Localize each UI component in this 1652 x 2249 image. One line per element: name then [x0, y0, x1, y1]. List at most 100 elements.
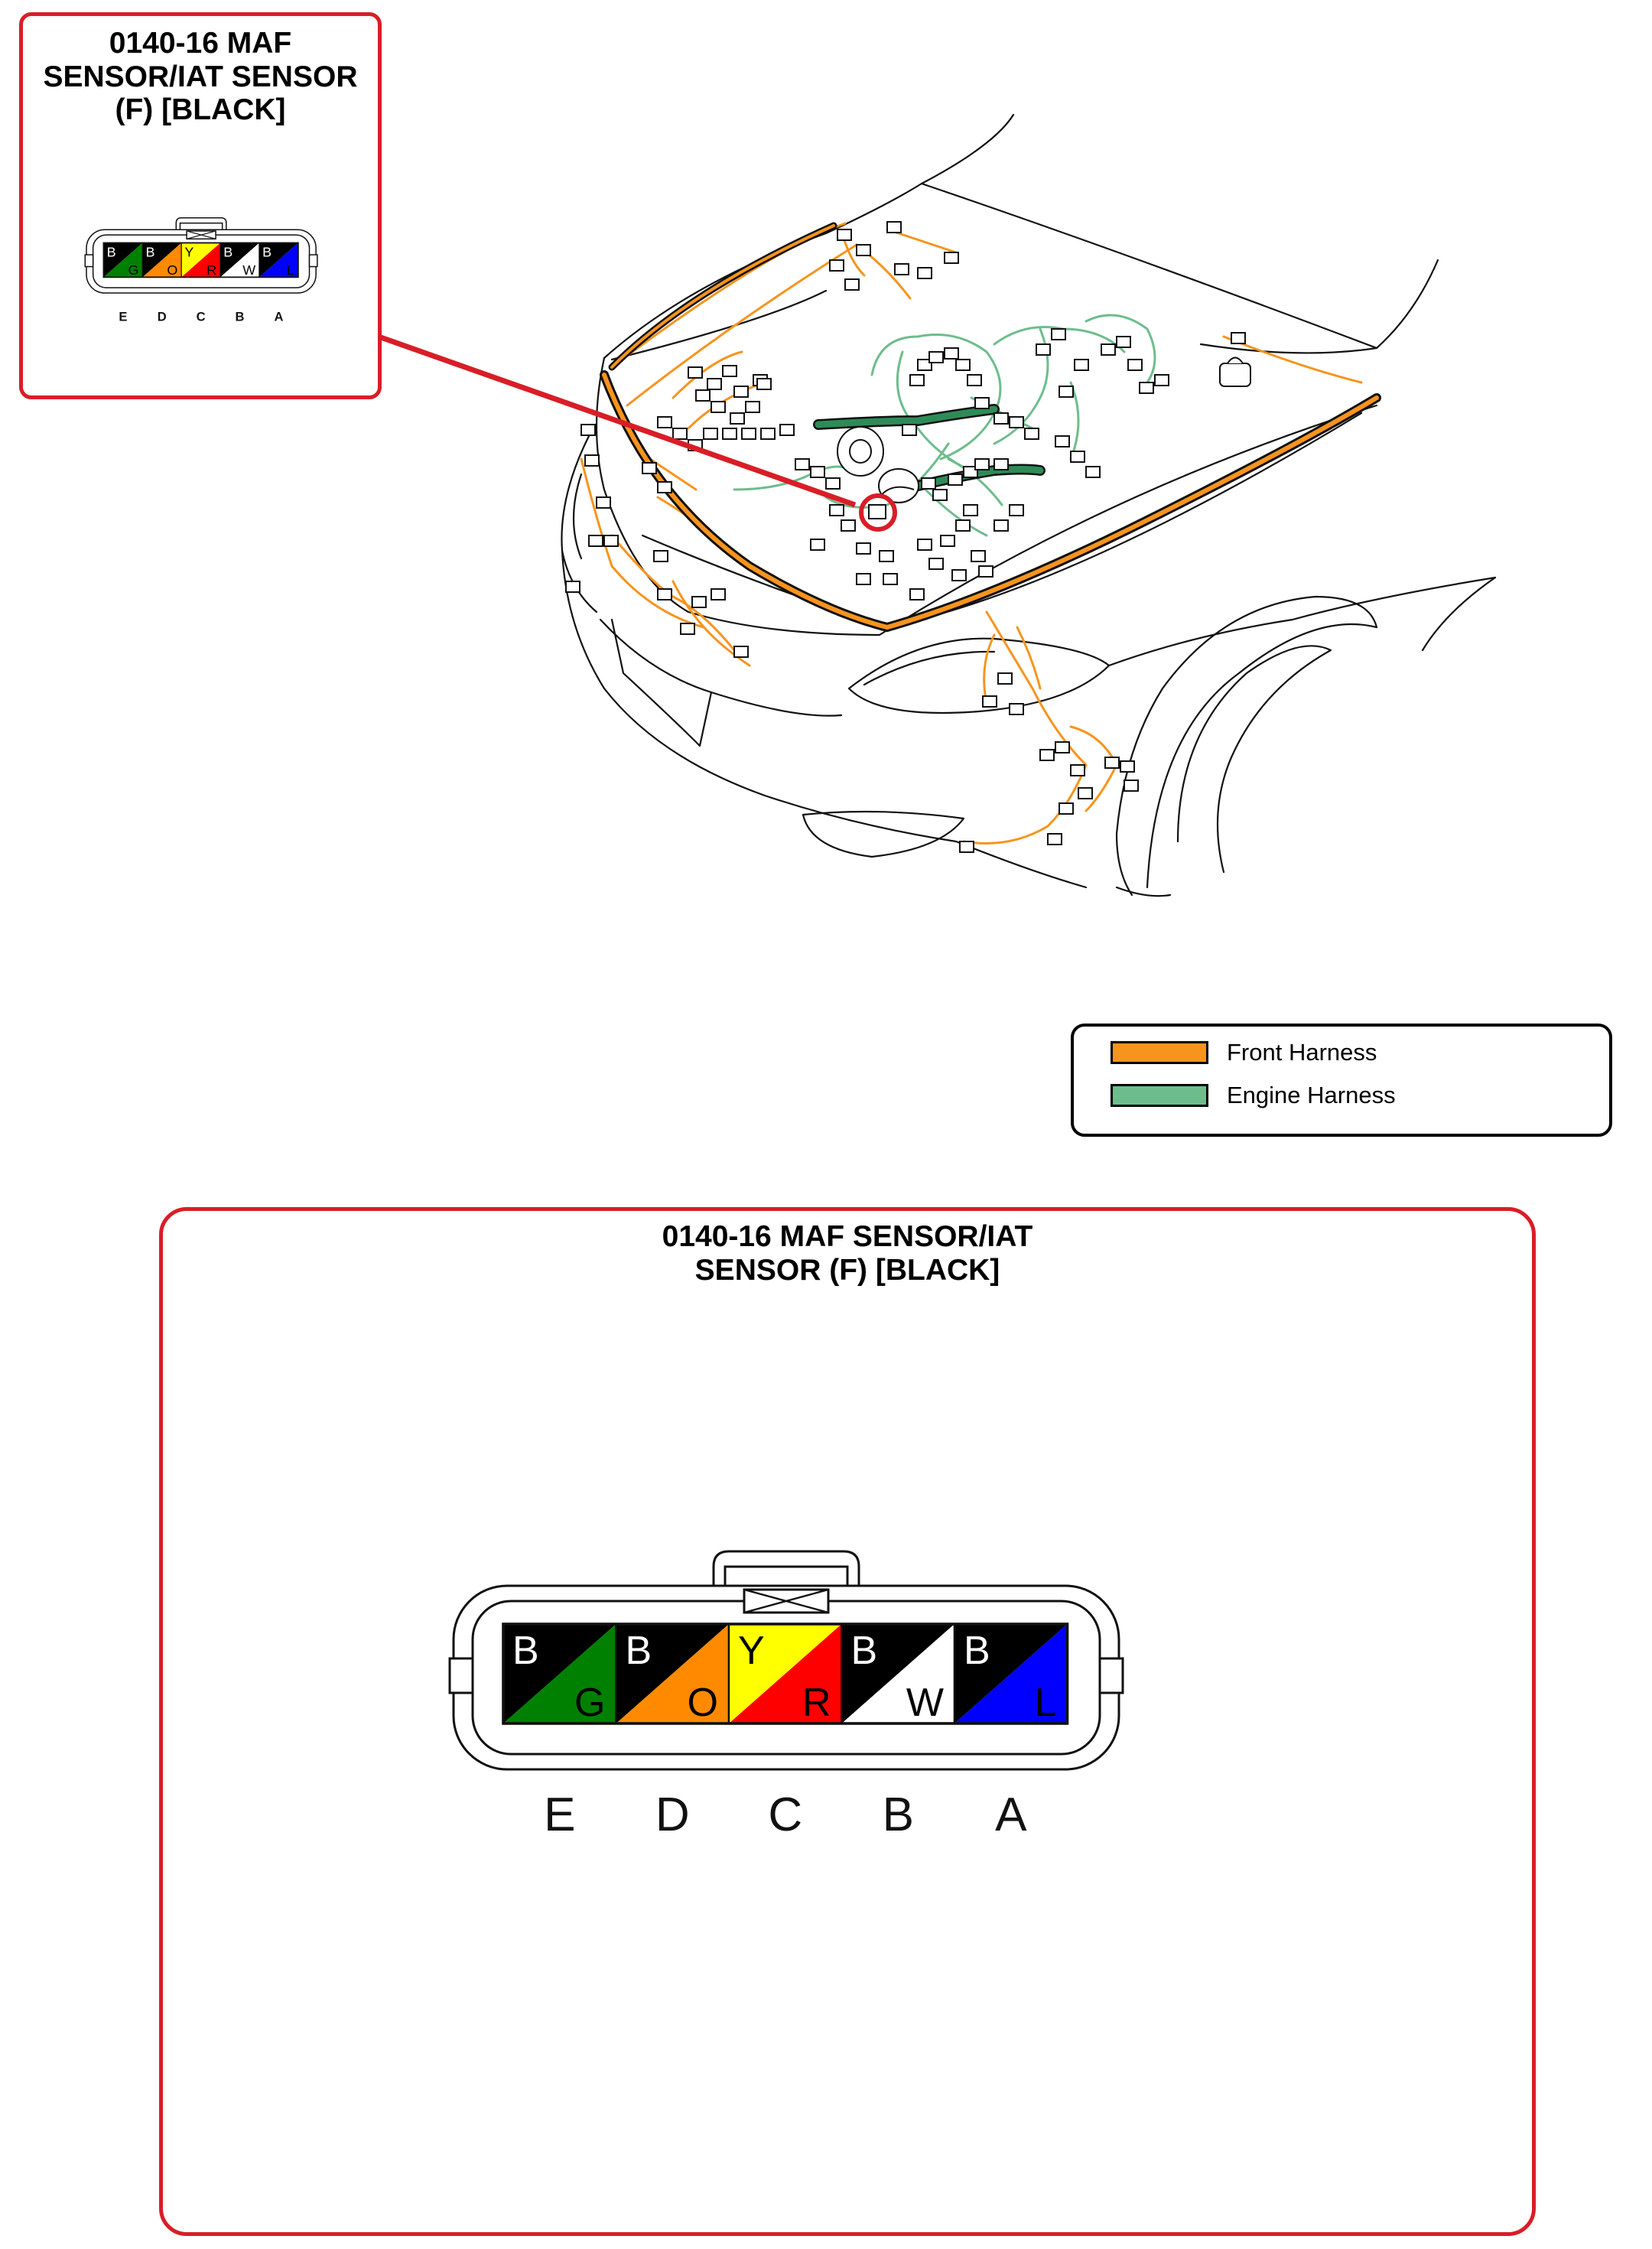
- car-body-outline: [561, 113, 1497, 897]
- pin-e-bottom-color: [503, 1624, 616, 1723]
- pin-d-bottom-color: [142, 242, 182, 278]
- pin-e-top-label: B: [107, 244, 116, 259]
- harness-connector-block: [997, 672, 1013, 685]
- pin-a-bottom-color: [954, 1624, 1068, 1723]
- harness-connector-block: [672, 428, 688, 440]
- harness-connector-block: [940, 535, 955, 547]
- pin-d-top-label: B: [145, 244, 154, 259]
- harness-connector-block: [837, 229, 852, 241]
- harness-connector-block: [1127, 359, 1143, 371]
- harness-connector-block: [657, 481, 672, 493]
- harness-connector-block: [971, 550, 986, 562]
- harness-connector-block: [810, 466, 825, 478]
- pin-a-position-label: A: [274, 309, 283, 324]
- pin-cavity-e: BG: [502, 1622, 617, 1725]
- pin-a-bottom-color: [259, 242, 298, 278]
- pin-a-top-label: B: [262, 244, 272, 259]
- pin-a-position-label: A: [995, 1788, 1027, 1841]
- harness-connector-block: [841, 519, 856, 532]
- harness-connector-block: [993, 519, 1009, 532]
- side-tab-left: [84, 254, 94, 268]
- harness-connector-block: [928, 351, 944, 363]
- pin-b-bottom-label: W: [906, 1681, 944, 1725]
- key-tab-cross: [186, 230, 216, 239]
- front-harness-routing: [580, 222, 1363, 845]
- pin-e-top-color: [103, 242, 143, 278]
- pin-cavity-b: BW: [841, 1622, 956, 1725]
- pin-b-position-label: B: [236, 309, 245, 324]
- pin-cavity-a: BL: [953, 1622, 1068, 1725]
- pin-b-bottom-color: [841, 1624, 954, 1723]
- harness-connector-block: [856, 573, 871, 585]
- pin-c-position-label: C: [768, 1788, 802, 1841]
- detail-title-line-2: SENSOR (F) [BLACK]: [694, 1253, 1000, 1287]
- pin-a-bottom-label: L: [287, 262, 294, 278]
- harness-connector-block: [917, 359, 932, 371]
- pin-c-bottom-color: [181, 242, 221, 278]
- harness-connector-block: [733, 386, 749, 398]
- harness-connector-block: [883, 573, 898, 585]
- pin-d-top-label: B: [626, 1629, 652, 1673]
- latch-inner: [179, 222, 223, 230]
- harness-connector-block: [745, 401, 760, 413]
- harness-connector-block: [657, 588, 672, 600]
- harness-connector-block: [978, 565, 993, 578]
- pin-b-top-label: B: [851, 1629, 878, 1673]
- pin-cavity-c: YR: [180, 242, 221, 278]
- pin-cavity-b: BW: [220, 242, 260, 278]
- pin-d-position-label: D: [158, 309, 167, 324]
- harness-connector-block: [921, 477, 936, 490]
- harness-connector-block: [829, 504, 844, 516]
- pin-c-bottom-label: R: [802, 1681, 831, 1725]
- harness-connector-block: [730, 412, 745, 425]
- pin-e-position-label: E: [119, 309, 127, 324]
- harness-connector-block: [829, 259, 844, 272]
- side-tab-left: [448, 1657, 474, 1694]
- intake-components: [837, 356, 1251, 503]
- pin-cavity-c: YR: [727, 1622, 843, 1725]
- pin-e-bottom-label: G: [128, 262, 139, 278]
- harness-connector-block: [760, 428, 776, 440]
- harness-connector-block: [902, 424, 917, 436]
- harness-connector-block: [1070, 451, 1085, 463]
- harness-connector-block: [909, 374, 925, 386]
- harness-connector-block: [1154, 374, 1169, 386]
- legend-item-engine-harness: Engine Harness: [1111, 1080, 1396, 1111]
- harness-connector-block: [948, 474, 963, 486]
- pin-e-top-label: B: [512, 1629, 539, 1673]
- harness-connector-block: [688, 366, 703, 379]
- harness-connector-block: [779, 424, 795, 436]
- harness-connector-block: [1039, 749, 1055, 761]
- harness-connector-block: [944, 347, 959, 360]
- harness-connector-block: [711, 588, 726, 600]
- harness-connector-block: [982, 695, 997, 708]
- harness-connector-block: [894, 263, 909, 275]
- harness-connector-block: [603, 535, 619, 547]
- harness-connector-block: [741, 428, 756, 440]
- harness-connector-block: [722, 428, 737, 440]
- harness-connector-block: [959, 841, 974, 853]
- harness-connector-block: [928, 558, 944, 570]
- harness-connector-block: [584, 454, 600, 467]
- pin-a-bottom-label: L: [1035, 1681, 1057, 1725]
- harness-connector-block: [1055, 741, 1070, 753]
- harness-connector-block: [993, 412, 1009, 425]
- pin-d-bottom-label: O: [167, 262, 177, 278]
- pin-b-top-label: B: [223, 244, 233, 259]
- harness-connector-block: [680, 623, 695, 635]
- harness-connector-block: [1078, 787, 1093, 799]
- pin-c-top-label: Y: [184, 244, 193, 259]
- detail-title-line-1: 0140-16 MAF SENSOR/IAT: [662, 1220, 1033, 1253]
- harness-connector-block: [955, 519, 971, 532]
- harness-connector-block: [1059, 802, 1074, 815]
- harness-connector-block: [795, 458, 810, 470]
- harness-connector-block: [844, 278, 860, 291]
- harness-connector-block: [703, 428, 718, 440]
- harness-connector-block: [963, 504, 978, 516]
- inset-title-line-3: (F) [BLACK]: [115, 93, 286, 127]
- harness-connector-block: [1009, 504, 1024, 516]
- harness-connector-block: [993, 458, 1009, 470]
